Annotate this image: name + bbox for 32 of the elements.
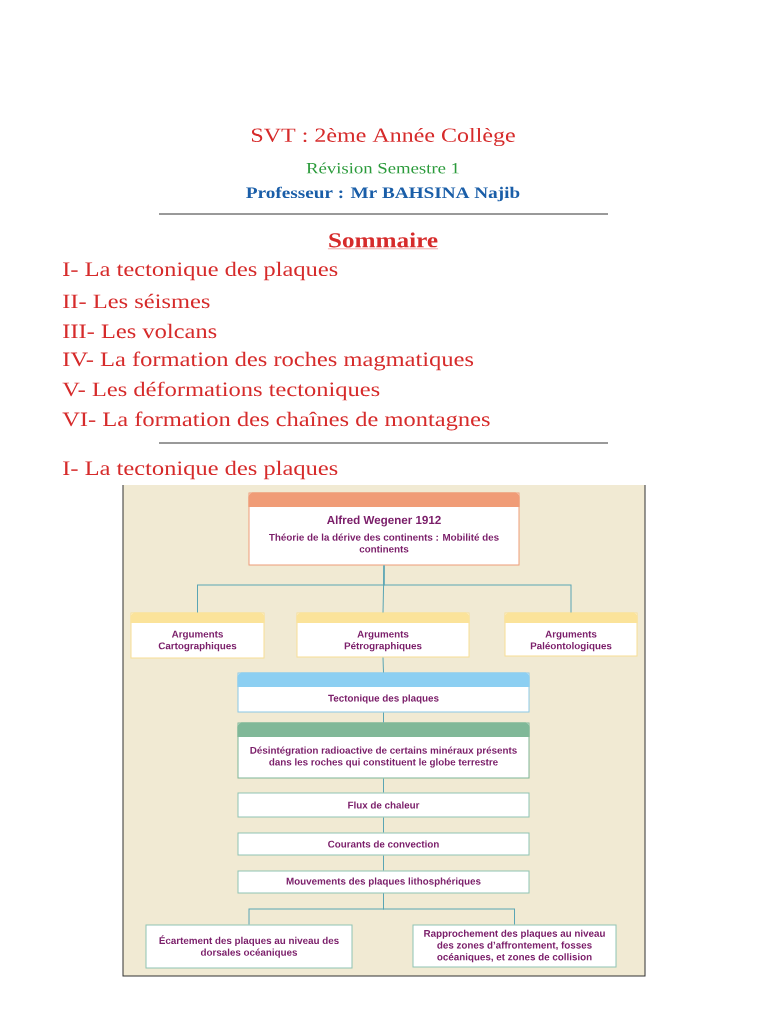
process-box: Flux de chaleur: [237, 792, 530, 818]
process-box: Mouvements des plaques lithosphériques: [237, 870, 530, 894]
contents-item: I- La tectonique des plaques: [63, 261, 338, 281]
box-text: Théorie de la dérive des continents : Mobilité des continents: [269, 533, 499, 553]
author-line: Professeur : Mr BAHSINA Najib: [246, 186, 520, 202]
argument-box: Arguments Paléontologiques: [504, 612, 638, 657]
subtitle: Révision Semestre 1: [306, 162, 459, 174]
argument-box: Arguments Pétrographiques: [296, 612, 470, 658]
contents-item: VI- La formation des chaînes de montagnes: [62, 411, 490, 431]
section-heading: Sommaire: [327, 232, 439, 249]
connector-line: [383, 712, 384, 723]
contents-item: IV- La formation des roches magmatiques: [63, 351, 474, 371]
contents-item: V- Les déformations tectoniques: [62, 381, 380, 401]
connector-line: [382, 565, 385, 613]
connector-line: [383, 565, 572, 613]
section-heading: I- La tectonique des plaques: [63, 460, 338, 480]
box-heading: Alfred Wegener 1912: [327, 515, 441, 527]
process-box: Courants de convection: [237, 832, 530, 856]
result-box: Écartement des plaques au niveau des dorsales océaniques: [145, 924, 353, 969]
contents-item: III- Les volcans: [63, 323, 217, 339]
argument-box: Arguments Cartographiques: [130, 612, 265, 659]
concept-box: Tectonique des plaques: [237, 672, 530, 713]
contents-item: II- Les séismes: [63, 293, 210, 309]
connector-line: [382, 657, 384, 673]
connector-line: [383, 817, 384, 833]
result-box: Rapprochement des plaques au niveau des zones d’affrontement, fosses océaniques, et zones de collision: [412, 924, 617, 968]
connector-line: [383, 893, 515, 925]
page-title: SVT : 2ème Année Collège: [251, 127, 515, 147]
connector-line: [383, 778, 384, 793]
concept-box: Désintégration radioactive de certains minéraux présents dans les roches qui constituent le globe terrestre: [237, 722, 530, 779]
theory-box: [248, 492, 520, 566]
connector-line: [383, 855, 384, 871]
